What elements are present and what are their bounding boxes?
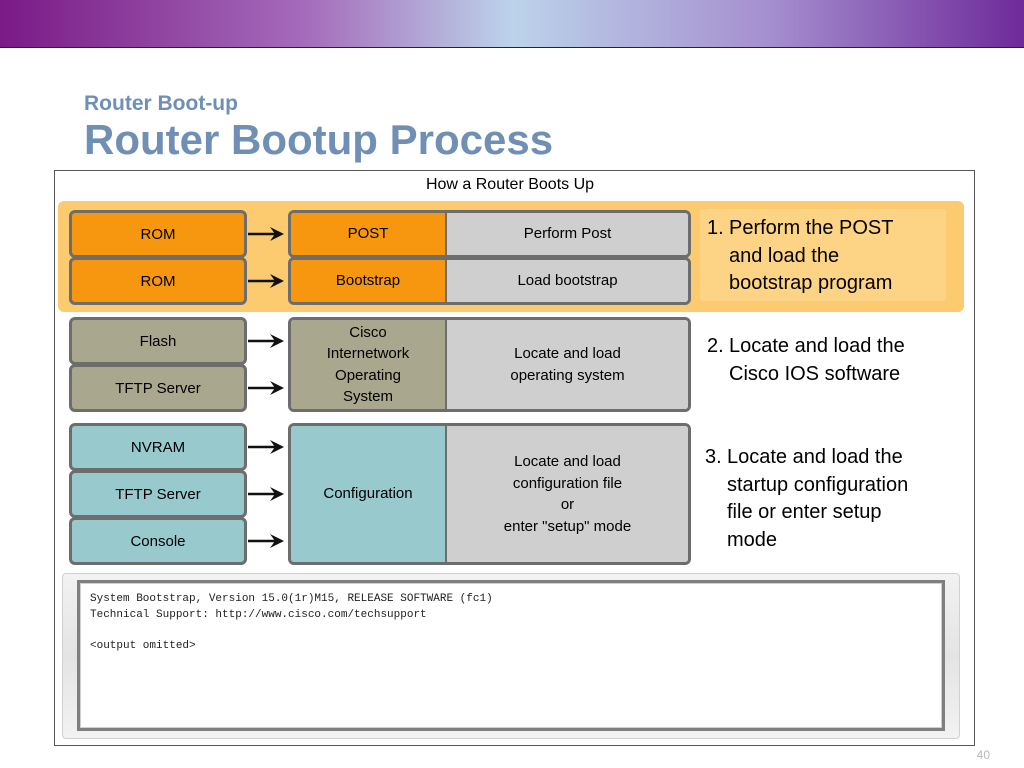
- step1-note-background: [700, 209, 946, 301]
- task-label: Cisco Internetwork Operating System: [291, 320, 447, 409]
- console-line: System Bootstrap, Version 15.0(1r)M15, R…: [90, 593, 493, 605]
- step-number: 3.: [705, 446, 722, 468]
- action-label: Load bootstrap: [447, 260, 688, 302]
- source-rom-post: ROM: [69, 210, 247, 258]
- source-nvram: NVRAM: [69, 423, 247, 471]
- task-label: Bootstrap: [291, 260, 447, 302]
- console-line: [90, 623, 942, 639]
- task-label-line: System: [342, 388, 393, 405]
- console-line: Technical Support: http://www.cisco.com/…: [90, 608, 427, 621]
- arrow-right-icon: [248, 381, 284, 395]
- task-label: POST: [291, 213, 447, 255]
- step-number: 1.: [707, 217, 724, 239]
- arrow-right-icon: [248, 227, 284, 241]
- action-label: Locate and load operating system: [447, 320, 688, 409]
- action-label-line: or: [560, 496, 575, 513]
- source-label: ROM: [140, 272, 176, 290]
- action-label-line: Locate and load: [514, 345, 621, 362]
- action-label-line: Locate and load: [514, 453, 621, 470]
- action-label-line: enter "setup" mode: [503, 517, 632, 535]
- action-label-line: operating system: [510, 366, 625, 384]
- action-label-line: configuration file: [512, 474, 623, 492]
- task-post: POST Perform Post: [288, 210, 691, 258]
- step-line: and load the: [729, 244, 840, 267]
- arrow-right-icon: [248, 440, 284, 454]
- arrow-right-icon: [248, 334, 284, 348]
- console-line: <output omitted>: [90, 639, 196, 652]
- slide-title: Router Bootup Process: [84, 116, 554, 163]
- page-number: 40: [976, 748, 990, 762]
- step-line: Locate and load the: [729, 335, 905, 357]
- arrow-right-icon: [248, 534, 284, 548]
- source-label: Flash: [139, 332, 177, 350]
- diagram-title: How a Router Boots Up: [425, 176, 595, 193]
- arrow-right-icon: [248, 487, 284, 501]
- task-label: Configuration: [291, 426, 447, 562]
- step-line: Locate and load the: [727, 446, 903, 468]
- task-bootstrap: Bootstrap Load bootstrap: [288, 257, 691, 305]
- task-label-line: Operating: [335, 366, 401, 384]
- source-flash: Flash: [69, 317, 247, 365]
- source-tftp-ios: TFTP Server: [69, 364, 247, 412]
- task-configuration: Configuration Locate and load configurat…: [288, 423, 691, 565]
- action-label: Locate and load configuration file or en…: [447, 426, 688, 562]
- step-line: Cisco IOS software: [729, 362, 901, 385]
- slide-subtitle: Router Boot-up: [84, 92, 238, 115]
- action-label: Perform Post: [447, 213, 688, 255]
- source-label: TFTP Server: [115, 379, 201, 397]
- source-rom-bootstrap: ROM: [69, 257, 247, 305]
- source-label: ROM: [140, 225, 176, 243]
- step-line: Perform the POST: [729, 217, 894, 239]
- top-banner: [0, 0, 1024, 48]
- task-label-line: Internetwork: [326, 345, 410, 362]
- step-line: startup configuration: [727, 473, 909, 496]
- task-ios: Cisco Internetwork Operating System Loca…: [288, 317, 691, 412]
- source-tftp-config: TFTP Server: [69, 470, 247, 518]
- step-line: bootstrap program: [729, 272, 893, 294]
- console-output: System Bootstrap, Version 15.0(1r)M15, R…: [77, 580, 945, 731]
- task-label-line: Cisco: [349, 323, 387, 341]
- source-console: Console: [69, 517, 247, 565]
- step-line: file or enter setup: [727, 501, 882, 523]
- step-number: 2.: [707, 335, 724, 357]
- step-line: mode: [727, 528, 778, 551]
- source-label: Console: [130, 532, 186, 550]
- arrow-right-icon: [248, 274, 284, 288]
- source-label: TFTP Server: [115, 485, 201, 503]
- source-label: NVRAM: [130, 438, 186, 456]
